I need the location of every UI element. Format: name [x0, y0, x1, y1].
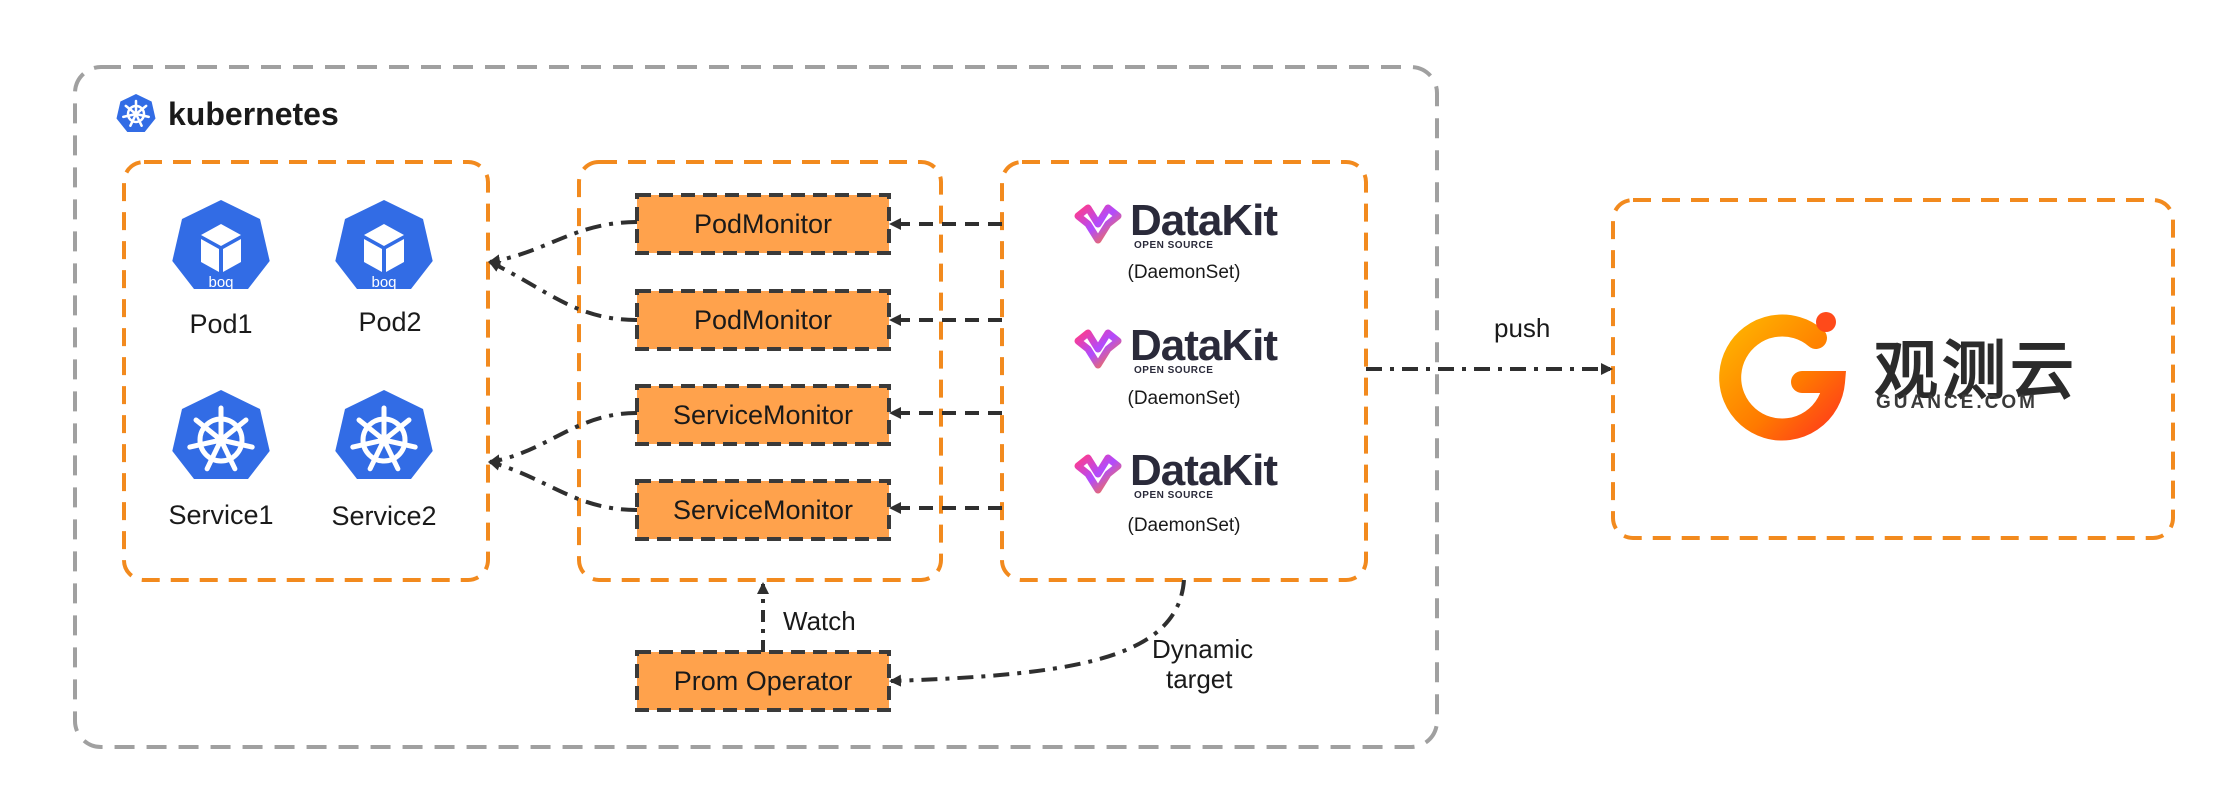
edge-podmonitor2-to-pods: [488, 260, 638, 322]
kubernetes-logo-icon: [116, 94, 156, 132]
datakit-brand-3: DataKit: [1130, 446, 1278, 495]
cluster-title: kubernetes: [168, 96, 339, 132]
datakit-tagline-1: OPEN SOURCE: [1134, 240, 1214, 251]
edge-servicemonitor1-to-services: [488, 411, 638, 467]
datakit-logo-icon-3: [1074, 454, 1122, 494]
datakit-tagline-2: OPEN SOURCE: [1134, 365, 1214, 376]
service2-icon: [335, 390, 433, 479]
edge-servicemonitor2-to-services: [488, 458, 638, 512]
datakit-logo-icon-2: [1074, 329, 1122, 369]
datakit-kind-3: (DaemonSet): [1127, 515, 1241, 536]
datakit-brand-1: DataKit: [1130, 196, 1278, 245]
pod2-label: Pod2: [358, 307, 422, 337]
guance-domain: GUANCE.COM: [1876, 392, 2038, 413]
edge-podmonitor1-to-pods: [488, 220, 638, 267]
pod2-icon: boq: [335, 200, 433, 291]
pod1-icon: boq: [172, 200, 270, 291]
workloads-group: [122, 160, 490, 582]
service1-label: Service1: [168, 500, 274, 530]
guance-logo-icon: [1719, 312, 1847, 441]
guance-name: 观测云: [1874, 335, 2078, 407]
datakit-group: [1000, 160, 1368, 582]
guance-group: [1611, 198, 2175, 540]
pod1-label: Pod1: [189, 309, 253, 339]
pod2-badge: boq: [371, 274, 396, 291]
push-label: push: [1494, 313, 1551, 343]
datakit-tagline-3: OPEN SOURCE: [1134, 490, 1214, 501]
service2-label: Service2: [331, 501, 437, 531]
servicemonitor-box-2: [635, 479, 891, 541]
pod1-badge: boq: [208, 274, 233, 291]
datakit-kind-1: (DaemonSet): [1127, 262, 1241, 283]
prom-operator-box: [635, 650, 891, 712]
podmonitor-box-2: [635, 289, 891, 351]
monitors-group: [577, 160, 943, 582]
service1-icon: [172, 390, 270, 479]
dynamic-label-line2: target: [1166, 664, 1233, 694]
kubernetes-cluster-boundary: [73, 65, 1439, 749]
servicemonitor-box-1: [635, 384, 891, 446]
edge-datakit-dynamic-target: [889, 579, 1186, 687]
datakit-logo-icon-1: [1074, 204, 1122, 244]
dynamic-label-line1: Dynamic: [1152, 634, 1254, 664]
datakit-brand-2: DataKit: [1130, 321, 1278, 370]
datakit-kind-2: (DaemonSet): [1127, 388, 1241, 409]
watch-label: Watch: [783, 606, 856, 636]
podmonitor-box-1: [635, 193, 891, 255]
